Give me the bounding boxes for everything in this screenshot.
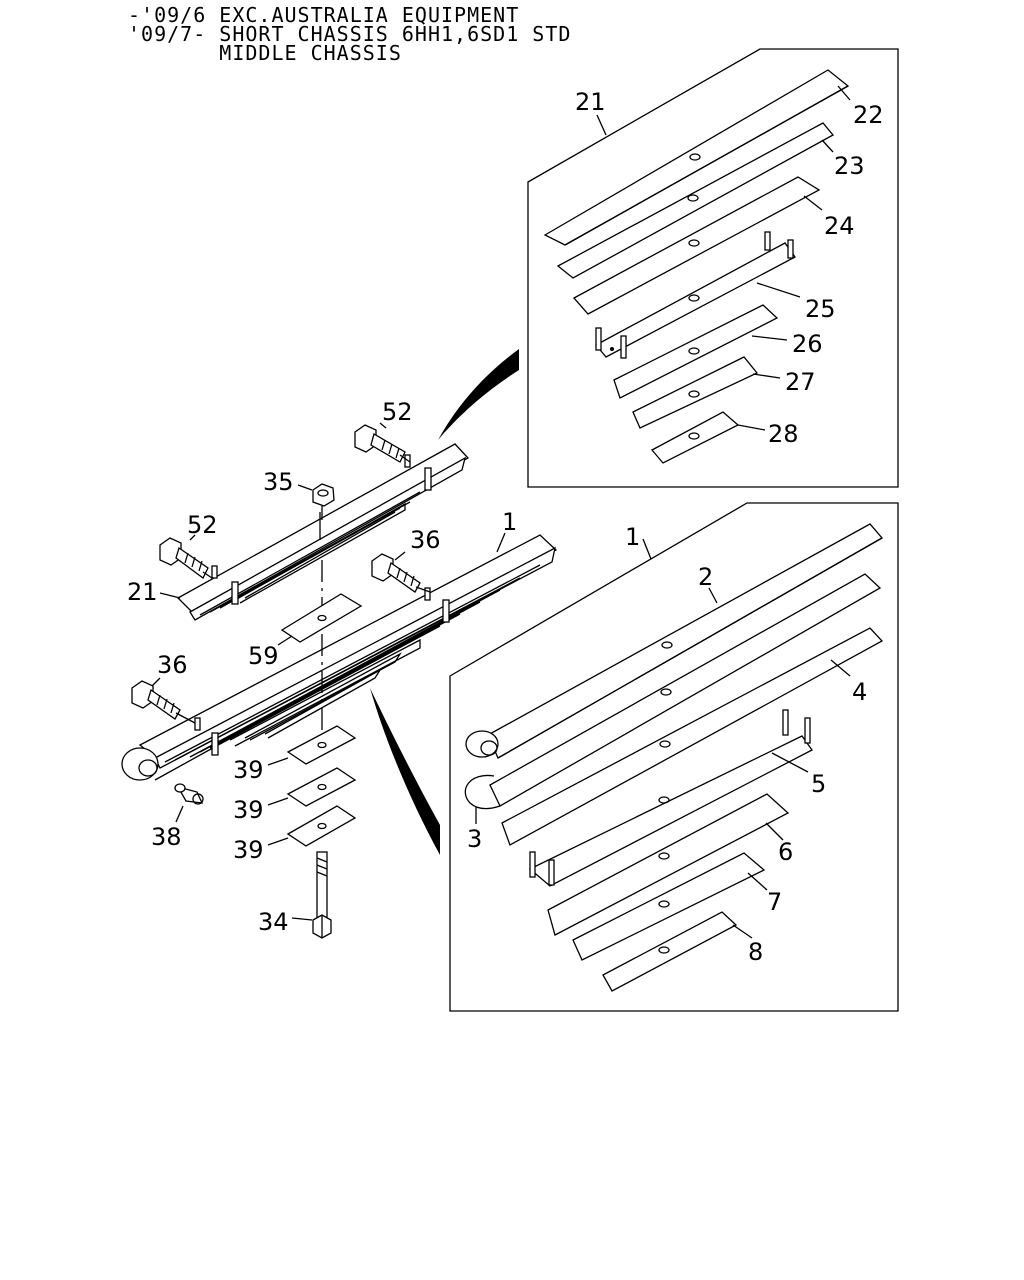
callout-23[interactable]: 23 <box>834 152 865 180</box>
leaf-22[interactable] <box>543 69 850 246</box>
callout-22[interactable]: 22 <box>853 101 884 129</box>
detail-box-spring-1: 1 2 3 4 <box>449 502 899 1012</box>
leaf-5[interactable] <box>528 709 813 887</box>
bolt-52-upper[interactable] <box>354 424 411 463</box>
callout-34[interactable]: 34 <box>258 908 289 936</box>
callout-8[interactable]: 8 <box>748 938 763 966</box>
callout-28[interactable]: 28 <box>768 420 799 448</box>
callout-52-lower[interactable]: 52 <box>187 511 218 539</box>
bolt-36-upper[interactable] <box>371 553 431 593</box>
leaf-8[interactable] <box>602 911 738 992</box>
callout-4[interactable]: 4 <box>852 678 867 706</box>
callout-7[interactable]: 7 <box>767 888 782 916</box>
callout-39-b[interactable]: 39 <box>233 796 264 824</box>
callout-27[interactable]: 27 <box>785 368 816 396</box>
callout-5[interactable]: 5 <box>811 770 826 798</box>
callout-6[interactable]: 6 <box>778 838 793 866</box>
leaf-28[interactable] <box>650 411 740 464</box>
callout-21-main[interactable]: 21 <box>127 578 158 606</box>
diagram-header: -'09/6 EXC.AUSTRALIA EQUIPMENT'09/7- SHO… <box>128 3 572 65</box>
header-line-2: '09/7- SHORT CHASSIS 6HH1,6SD1 STD <box>128 22 572 46</box>
spacer-39-b[interactable] <box>286 767 357 807</box>
callout-26[interactable]: 26 <box>792 330 823 358</box>
leaf-4[interactable] <box>501 627 884 846</box>
callout-39-a[interactable]: 39 <box>233 756 264 784</box>
callout-1-detail[interactable]: 1 <box>625 523 640 551</box>
leaf-23[interactable] <box>556 122 835 279</box>
spacer-39-c[interactable] <box>286 805 357 847</box>
header-line-3: MIDDLE CHASSIS <box>128 41 402 65</box>
callout-36-lower[interactable]: 36 <box>157 651 188 679</box>
spring-assembly-21[interactable] <box>176 443 470 621</box>
header-line-1: -'09/6 EXC.AUSTRALIA EQUIPMENT <box>128 3 520 27</box>
leaf-25[interactable] <box>594 231 796 359</box>
callout-59[interactable]: 59 <box>248 642 279 670</box>
spacer-39-a[interactable] <box>286 725 357 765</box>
bolt-34[interactable] <box>312 851 332 939</box>
callout-38[interactable]: 38 <box>151 823 182 851</box>
callout-35[interactable]: 35 <box>263 468 294 496</box>
connector-sweep-top <box>438 349 519 440</box>
bolt-36-lower[interactable] <box>131 680 196 724</box>
leaf-6[interactable] <box>547 793 790 936</box>
callout-25[interactable]: 25 <box>805 295 836 323</box>
bolt-52-lower[interactable] <box>159 537 213 579</box>
leaf-7[interactable] <box>572 852 766 961</box>
leaf-24[interactable] <box>572 176 821 315</box>
connector-sweep-bottom <box>370 688 440 855</box>
callout-1-main[interactable]: 1 <box>502 508 517 536</box>
callout-52-upper[interactable]: 52 <box>382 398 413 426</box>
leaf-3[interactable] <box>464 573 882 810</box>
leaf-27[interactable] <box>632 356 759 429</box>
callout-21-detail[interactable]: 21 <box>575 88 606 116</box>
callout-39-c[interactable]: 39 <box>233 836 264 864</box>
leaf-2[interactable] <box>465 523 884 759</box>
callout-36-upper[interactable]: 36 <box>410 526 441 554</box>
callout-24[interactable]: 24 <box>824 212 855 240</box>
pad-59[interactable] <box>280 593 363 643</box>
bushing-38[interactable] <box>174 783 204 805</box>
detail-box-spring-21: 21 22 23 24 <box>527 48 899 488</box>
nut-35[interactable] <box>312 483 335 520</box>
leaf-26[interactable] <box>613 304 779 399</box>
callout-2[interactable]: 2 <box>698 563 713 591</box>
callout-3[interactable]: 3 <box>467 825 482 853</box>
